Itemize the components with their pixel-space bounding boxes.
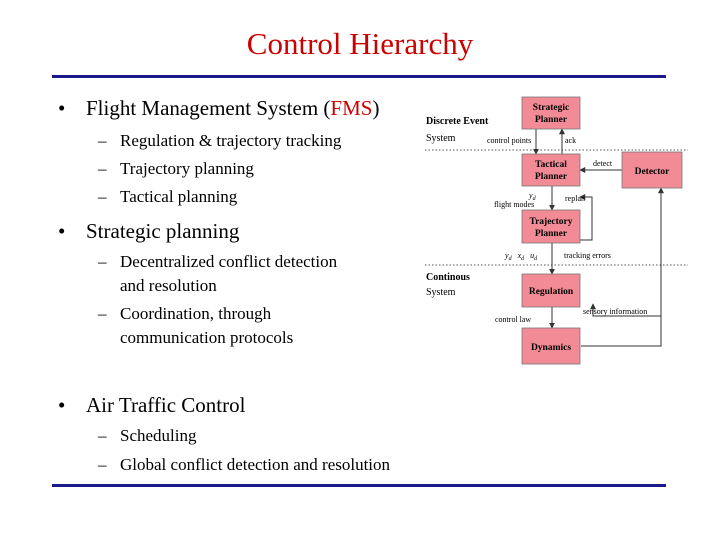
bullet-fms: •Flight Management System (FMS) xyxy=(58,96,380,120)
block-label: Dynamics xyxy=(531,343,571,353)
block-label: Regulation xyxy=(529,287,574,297)
dynamics-block: Dynamics xyxy=(521,327,581,365)
bullet-strategic: •Strategic planning xyxy=(58,219,240,243)
flight-modes-label: flight modes xyxy=(494,200,534,209)
block-label: Planner xyxy=(535,229,568,239)
block-label: Planner xyxy=(535,115,568,125)
subitem-line: Coordination, through xyxy=(120,304,272,323)
block-label: Tactical xyxy=(535,160,567,170)
region-continuous-label: System xyxy=(426,287,456,298)
region-discrete-label: Discrete Event xyxy=(426,116,489,127)
trajectory-planner-block: Trajectory Planner xyxy=(521,209,581,244)
replan-label: replan xyxy=(565,194,585,203)
ack-label: ack xyxy=(565,136,576,145)
bullet-fms-close: ) xyxy=(372,96,380,120)
fms-subitem: –Regulation & trajectory tracking xyxy=(98,131,342,150)
sensory-feedback-regulation-arrow xyxy=(590,303,661,317)
atc-subitem: –Global conflict detection and resolutio… xyxy=(98,455,391,474)
fms-subitem: –Trajectory planning xyxy=(98,159,254,178)
detect-label: detect xyxy=(593,159,613,168)
slide-title: Control Hierarchy xyxy=(246,26,474,61)
bullet-atc-text: Air Traffic Control xyxy=(86,393,246,417)
block-label: Strategic xyxy=(533,103,569,113)
regulation-block: Regulation xyxy=(521,273,581,308)
fms-abbr: FMS xyxy=(330,96,373,120)
tracking-errors-label: tracking errors xyxy=(564,251,611,260)
tactical-planner-block: Tactical Planner xyxy=(521,153,581,187)
subitem-line: and resolution xyxy=(120,276,217,295)
fms-subitem-text: Tactical planning xyxy=(120,187,238,206)
subitem-line: Decentralized conflict detection xyxy=(120,252,338,271)
replan-arrow xyxy=(579,194,593,241)
block-label: Detector xyxy=(635,167,671,177)
sensory-feedback-detector-arrow xyxy=(581,187,664,347)
fms-subitem-text: Trajectory planning xyxy=(120,159,254,178)
top-divider xyxy=(52,75,666,78)
block-label: Trajectory xyxy=(529,217,572,227)
fms-subitem-text: Regulation & trajectory tracking xyxy=(120,131,342,150)
strategic-planner-block: Strategic Planner xyxy=(521,96,581,130)
bullet-strategic-text: Strategic planning xyxy=(86,219,240,243)
atc-subitem: –Scheduling xyxy=(98,426,197,445)
bullet-fms-text: Flight Management System ( xyxy=(86,96,331,120)
atc-subitem-text: Scheduling xyxy=(120,426,197,445)
yd-label: yd xyxy=(528,191,537,202)
bullet-atc: •Air Traffic Control xyxy=(58,393,246,417)
bottom-divider xyxy=(52,484,666,487)
control-points-label: control points xyxy=(487,136,531,145)
region-continuous-label: Continous xyxy=(426,272,470,283)
sensory-information-label: sensory information xyxy=(583,307,647,316)
fms-subitem: –Tactical planning xyxy=(98,187,238,206)
control-law-label: control law xyxy=(495,315,531,324)
block-label: Planner xyxy=(535,172,568,182)
subitem-line: communication protocols xyxy=(120,328,294,347)
region-discrete-label: System xyxy=(426,133,456,144)
detector-block: Detector xyxy=(621,151,683,189)
atc-subitem-text: Global conflict detection and resolution xyxy=(120,455,391,474)
